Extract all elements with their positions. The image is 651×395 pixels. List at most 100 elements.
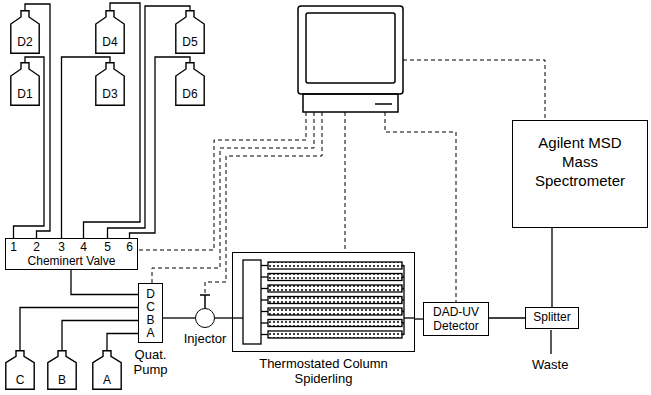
column-tube [268, 320, 402, 327]
solvent-bottle: C [5, 350, 35, 390]
injector-label: Injector [184, 331, 227, 346]
solvent-bottle: D3 [95, 62, 125, 106]
flow-line [551, 228, 552, 307]
tube-link [261, 288, 268, 289]
port-number: 1 [8, 240, 20, 254]
valve-box: 123456Cheminert Valve [5, 238, 138, 270]
tube-link [402, 276, 404, 277]
splitter-box: Splitter [525, 307, 579, 329]
outlet-label: Waste [532, 357, 568, 372]
handle-stem [204, 295, 206, 308]
tube-link [402, 288, 404, 289]
port-number: 2 [31, 240, 43, 254]
manifold-inlet [233, 317, 243, 318]
column-tube [268, 308, 402, 315]
bottle-label: D4 [95, 35, 125, 49]
flow-line [71, 270, 138, 295]
bottle-label: B [47, 373, 77, 387]
flow-line [215, 317, 232, 318]
solvent-bottle: D5 [175, 10, 205, 54]
flow-line [130, 57, 191, 238]
tube-link [261, 311, 268, 312]
detector-box: DAD-UV Detector [423, 302, 489, 336]
monitor-frame [298, 6, 403, 94]
waste-line [550, 330, 551, 354]
bottle-shape [11, 11, 39, 53]
valve-label: Cheminert Valve [6, 254, 137, 268]
flow-line [163, 317, 195, 318]
flow-line [107, 334, 138, 351]
flow-line [108, 6, 191, 238]
bottle-label: A [92, 373, 122, 387]
column-array [233, 260, 414, 344]
column-manifold [243, 260, 261, 344]
inlet-letter: D [139, 288, 162, 301]
monitor-base [303, 94, 398, 112]
bottle-label: D5 [175, 35, 205, 49]
control-wire [138, 112, 306, 250]
bottle-shape [48, 351, 76, 390]
solvent-bottle: A [92, 350, 122, 390]
computer-monitor [298, 6, 403, 112]
injector-handle [200, 295, 210, 308]
solvent-bottle: D4 [95, 10, 125, 54]
bottle-label: C [5, 373, 35, 387]
flow-line [84, 3, 141, 238]
tube-link [261, 265, 268, 266]
injector-valve: Injector [195, 308, 215, 328]
port-number: 4 [78, 240, 90, 254]
tube-link [261, 299, 268, 300]
flow-line [62, 57, 111, 238]
control-wire [403, 60, 545, 120]
flow-line [415, 318, 423, 319]
tube-link [402, 334, 404, 335]
inlet-letter: A [139, 327, 162, 340]
tube-link [261, 334, 268, 335]
bottle-shape [176, 63, 204, 105]
column-label: Thermostated Column Spiderling [252, 356, 396, 386]
tube-link [402, 311, 404, 312]
bottle-label: D3 [95, 87, 125, 101]
control-wires [138, 60, 545, 302]
bottle-shape [96, 11, 124, 53]
instrument-label: Agilent MSD Mass Spectrometer [513, 121, 647, 190]
column-oven: Thermostated Column Spiderling [232, 252, 415, 352]
bottle-shape [176, 11, 204, 53]
port-number: 5 [102, 240, 114, 254]
control-wire [152, 112, 314, 283]
column-tube [268, 297, 402, 304]
bottle-label: D2 [10, 35, 40, 49]
tube-link [402, 265, 404, 266]
column-tube [268, 274, 402, 281]
flow-line [489, 317, 525, 318]
solvent-bottle: D6 [175, 62, 205, 106]
inlet-letter: B [139, 314, 162, 327]
splitter-label: Splitter [526, 308, 578, 327]
monitor-screen [306, 13, 395, 83]
tube-link [261, 276, 268, 277]
bottle-shape [6, 351, 34, 390]
inlet-letter: C [139, 301, 162, 314]
tube-link [402, 299, 404, 300]
control-wire [345, 112, 346, 252]
solvent-bottle: D2 [10, 10, 40, 54]
port-number: 3 [56, 240, 68, 254]
bottle-label: D6 [175, 87, 205, 101]
solvent-bottle: B [47, 350, 77, 390]
mass-spectrometer-box: Agilent MSD Mass Spectrometer [512, 120, 648, 228]
bottle-shape [96, 63, 124, 105]
detector-label: DAD-UV Detector [424, 303, 488, 335]
column-tube [268, 285, 402, 292]
solvent-bottle: D1 [10, 62, 40, 106]
monitor-slot [375, 103, 392, 105]
collector-outlet [404, 317, 414, 318]
bottle-shape [11, 63, 39, 105]
port-number: 6 [124, 240, 136, 254]
flow-line [20, 308, 138, 351]
bottle-label: D1 [10, 87, 40, 101]
tube-link [402, 322, 404, 323]
column-tube [268, 262, 402, 269]
flow-line [62, 321, 138, 351]
pump-box: DCBAQuat. Pump [138, 283, 163, 343]
